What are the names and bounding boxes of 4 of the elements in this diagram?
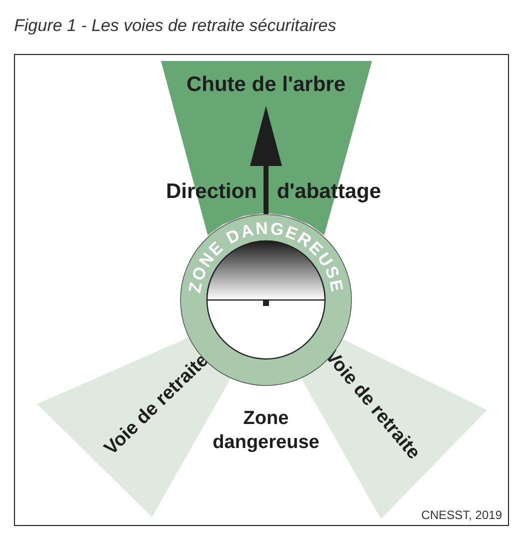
zone-label: Zone dangereuse [212,407,320,455]
zone-label: Chute de l'arbre [186,73,346,97]
source-note: CNESST, 2019 [421,508,502,522]
figure-title: Figure 1 - Les voies de retraite sécuritaires [14,16,336,36]
